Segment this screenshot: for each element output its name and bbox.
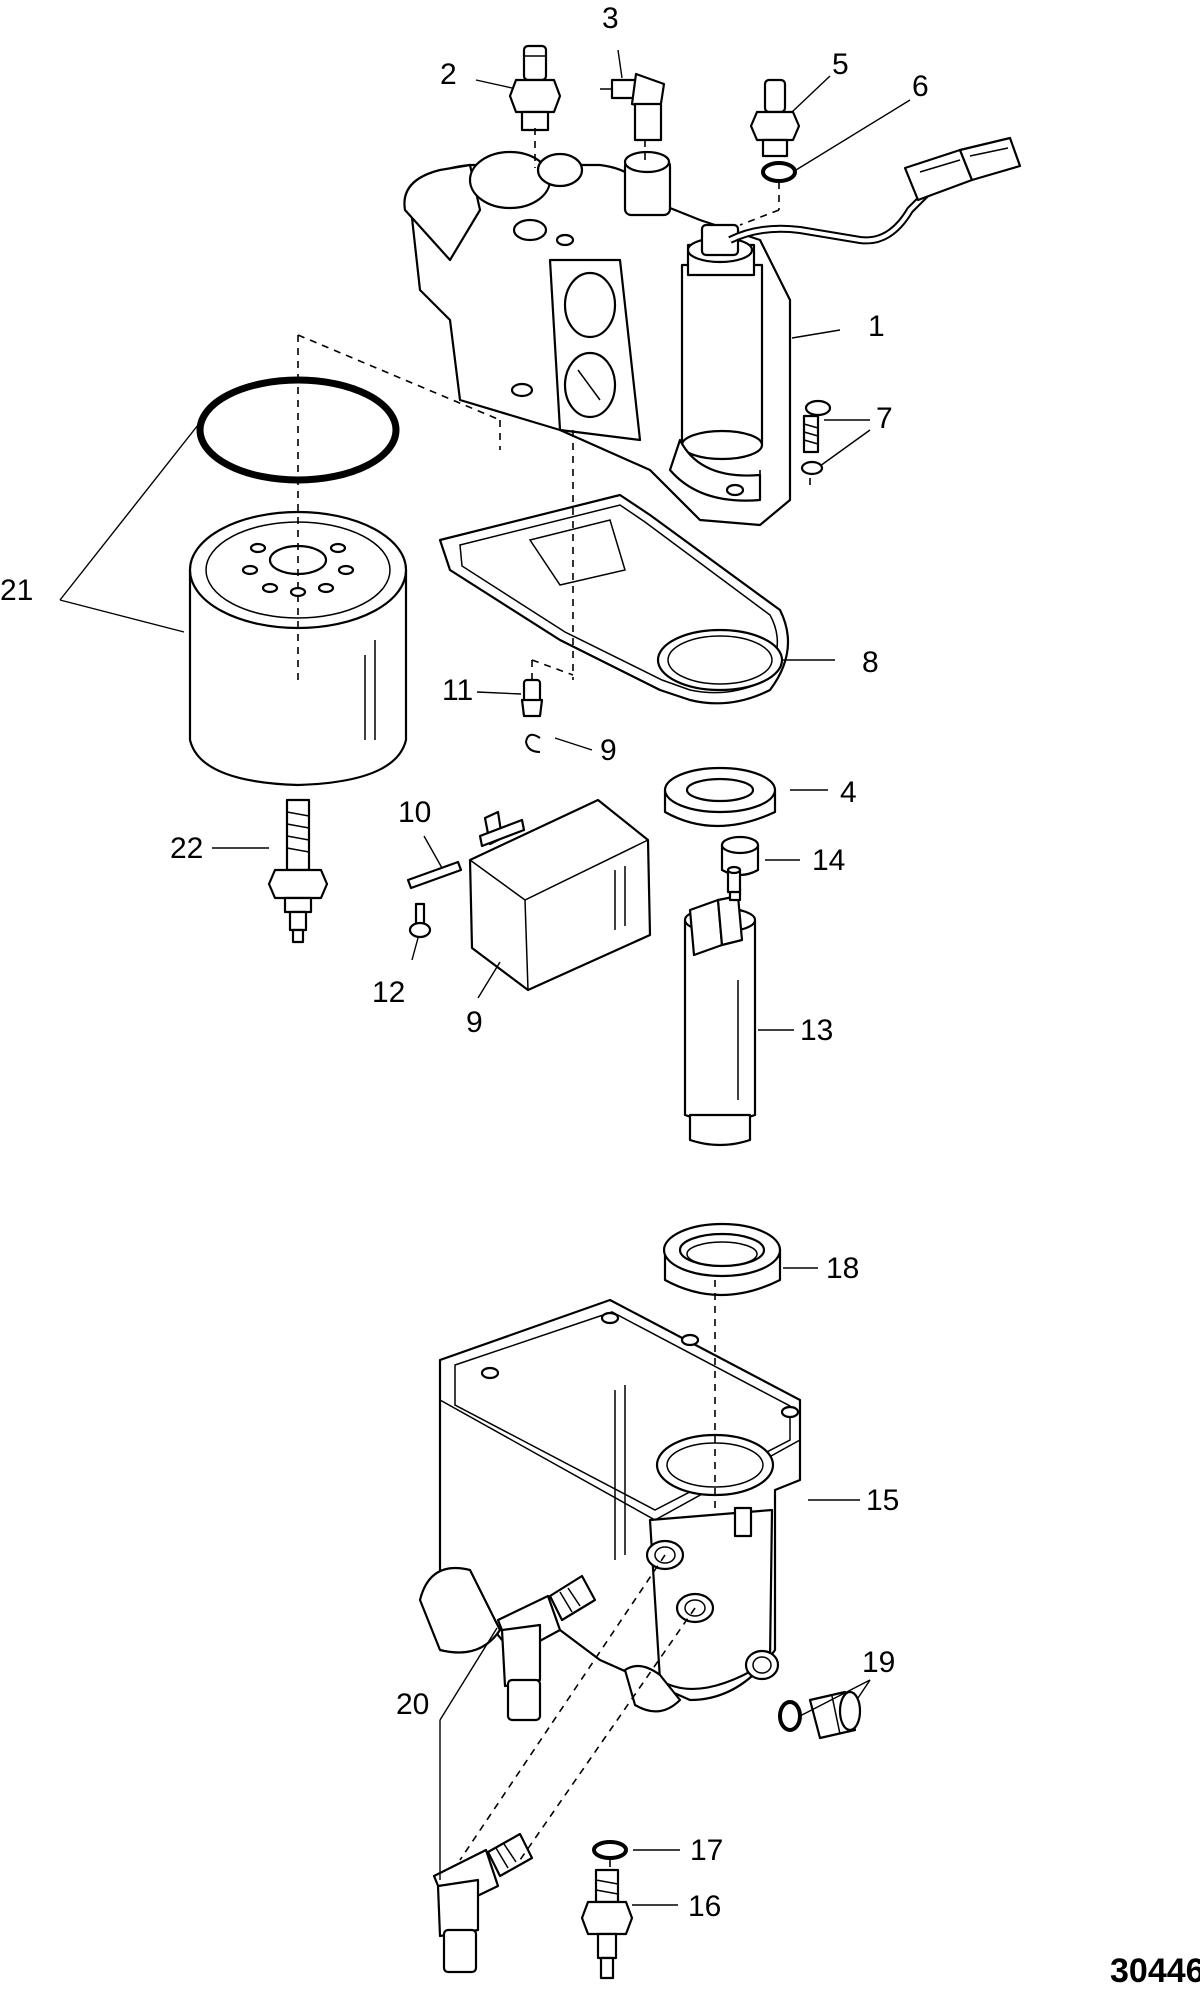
- callout-3: 3: [602, 2, 619, 35]
- callout-10: 10: [398, 796, 431, 829]
- callout-18: 18: [826, 1252, 859, 1285]
- part-7-screw-washer: [800, 399, 832, 476]
- assembly-dashed-lines: [297, 128, 811, 1870]
- part-6-o-ring: [761, 161, 797, 183]
- part-9-cover: [468, 798, 652, 992]
- callout-7: 7: [876, 402, 893, 435]
- part-9-clip: [524, 733, 541, 753]
- part-8-gasket: [438, 493, 790, 705]
- callout-2: 2: [440, 58, 457, 91]
- callout-21: 21: [0, 574, 33, 607]
- callout-8: 8: [862, 646, 879, 679]
- part-1-housing: [403, 136, 1022, 527]
- part-17-o-ring: [592, 1840, 628, 1860]
- callout-14: 14: [812, 844, 845, 877]
- part-5-fitting: [749, 78, 801, 158]
- callout-19: 19: [862, 1646, 895, 1679]
- callout-12: 12: [372, 976, 405, 1009]
- part-22-sensor: [267, 798, 329, 944]
- callout-20: 20: [396, 1688, 429, 1721]
- drawing-number: 30446: [1110, 1952, 1200, 1990]
- callout-11: 11: [442, 674, 473, 707]
- callout-15: 15: [866, 1484, 899, 1517]
- leader-lines: [59, 49, 911, 1906]
- part-2-fitting: [508, 44, 562, 132]
- callout-22: 22: [170, 832, 203, 865]
- callout-6: 6: [912, 70, 929, 103]
- callout-17: 17: [690, 1834, 723, 1867]
- part-18-seal: [662, 1222, 782, 1297]
- part-16-fitting: [580, 1868, 634, 1980]
- part-20-elbows: [432, 1574, 597, 1974]
- callout-13: 13: [800, 1014, 833, 1047]
- part-12-screw: [408, 902, 432, 939]
- callout-1: 1: [868, 310, 885, 343]
- part-10-pin: [406, 860, 463, 890]
- callout-9-cover: 9: [466, 1006, 483, 1039]
- part-15-bowl: [418, 1298, 802, 1713]
- callout-9-clip: 9: [600, 734, 617, 767]
- callout-16: 16: [688, 1890, 721, 1923]
- part-3-elbow: [600, 72, 666, 142]
- callout-4: 4: [840, 776, 857, 809]
- part-19-plug: [778, 1690, 862, 1740]
- callout-5: 5: [832, 48, 849, 81]
- part-11-valve: [520, 678, 544, 718]
- part-13-fuel-pump: [683, 865, 757, 1147]
- part-4-seal: [663, 766, 777, 827]
